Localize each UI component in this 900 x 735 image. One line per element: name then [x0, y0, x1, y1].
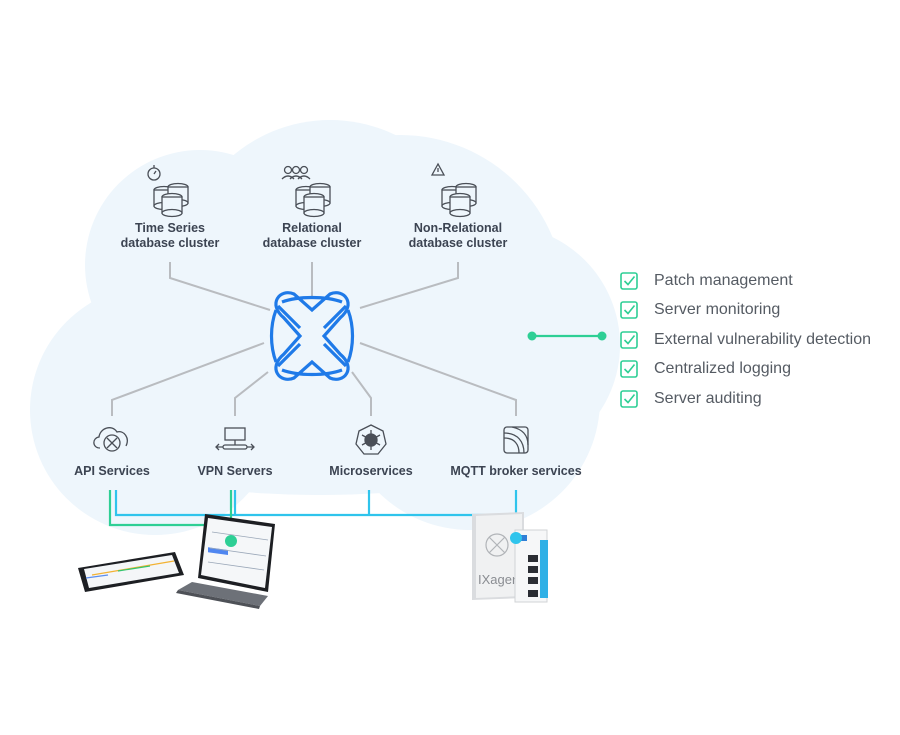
- users-icon: [281, 165, 311, 180]
- feature-label: External vulnerability detection: [654, 330, 872, 348]
- feature-item: External vulnerability detection: [620, 325, 871, 355]
- db-connectors: [169, 262, 459, 311]
- checkbox-checked-icon: [620, 360, 638, 379]
- checkbox-checked-icon: [620, 389, 638, 408]
- database-stack-icon: [295, 182, 331, 218]
- db-label-line2: database cluster: [262, 236, 362, 250]
- tablet-device: [78, 552, 184, 592]
- feature-label: Centralized logging: [654, 360, 791, 378]
- feature-item: Server auditing: [620, 384, 871, 414]
- db-label-line1: Non-Relational: [413, 221, 503, 235]
- vpn-server-icon: [215, 427, 255, 451]
- feature-checklist: Patch management Server monitoring Exter…: [620, 266, 871, 414]
- database-stack-icon: [153, 182, 189, 218]
- db-icon-relational: [281, 165, 331, 218]
- feature-item: Centralized logging: [620, 355, 871, 385]
- kubernetes-icon: [355, 424, 387, 455]
- cyan-dot-router: [510, 532, 522, 544]
- laptop-device: [176, 514, 275, 609]
- warning-icon: [430, 162, 446, 176]
- connector-nonrelational: [359, 262, 459, 309]
- connector-vpn: [234, 371, 269, 416]
- connector-micro: [351, 371, 372, 416]
- cloud-shape: [30, 120, 620, 535]
- teal-dot-laptop: [225, 535, 237, 547]
- mqtt-icon: [503, 426, 529, 454]
- checkbox-checked-icon: [620, 330, 638, 349]
- router-brand-label: IXagen: [478, 572, 519, 587]
- db-label-line1: Relational: [282, 221, 342, 235]
- cyan-connector-api: [114, 490, 516, 517]
- db-label-line2: database cluster: [408, 236, 508, 250]
- db-icon-timeseries: [147, 165, 189, 218]
- stopwatch-icon: [147, 165, 161, 181]
- feature-label: Patch management: [654, 271, 793, 289]
- db-label-relational: Relational database cluster: [263, 221, 362, 251]
- connector-api: [111, 342, 265, 416]
- checkbox-checked-icon: [620, 301, 638, 320]
- feature-item: Patch management: [620, 266, 871, 296]
- feature-item: Server monitoring: [620, 296, 871, 326]
- connector-mqtt: [359, 342, 517, 416]
- database-stack-icon: [441, 182, 477, 218]
- connector-timeseries: [169, 262, 271, 311]
- feature-label: Server monitoring: [654, 301, 781, 319]
- service-label-vpn: VPN Servers: [197, 464, 273, 478]
- db-icon-nonrelational: [430, 162, 477, 218]
- service-label-micro: Microservices: [329, 464, 413, 478]
- teal-dot-features-end: [597, 331, 607, 341]
- service-label-mqtt: MQTT broker services: [450, 464, 582, 478]
- db-label-timeseries: Time Series database cluster: [121, 221, 220, 251]
- service-label-api: API Services: [74, 464, 150, 478]
- service-connectors: [111, 342, 517, 416]
- ixon-logo-icon[interactable]: [269, 291, 355, 381]
- feature-label: Server auditing: [654, 389, 762, 407]
- db-label-line2: database cluster: [120, 236, 220, 250]
- checkbox-checked-icon: [620, 271, 638, 290]
- cloud-api-icon: [93, 427, 128, 452]
- ixagent-router-device: IXagen: [472, 512, 548, 603]
- db-label-line1: Time Series: [135, 221, 205, 235]
- db-label-nonrelational: Non-Relational database cluster: [409, 221, 508, 251]
- teal-dot-features-start: [527, 331, 537, 341]
